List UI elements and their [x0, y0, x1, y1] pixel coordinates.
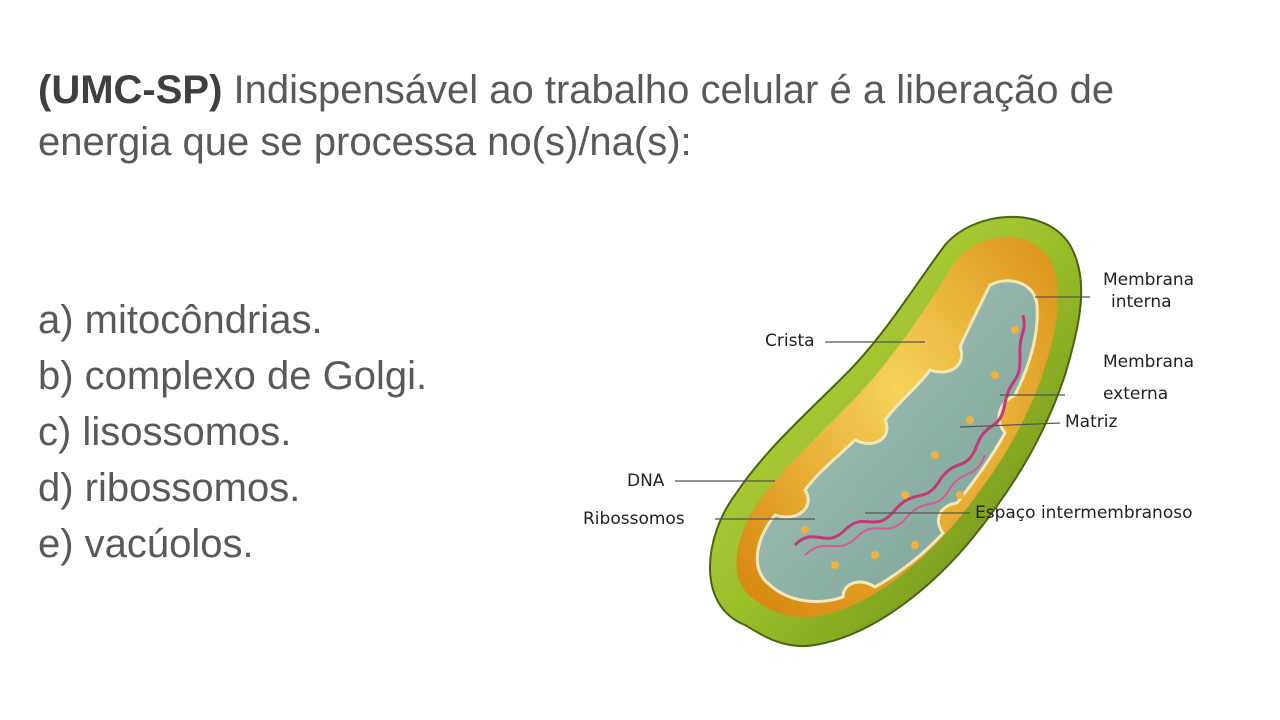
dna-strand	[793, 314, 1026, 547]
question-body: Indispensável ao trabalho celular é a li…	[38, 68, 1115, 164]
answer-options: a) mitocôndrias. b) complexo de Golgi. c…	[38, 292, 427, 572]
label-crista: Crista	[765, 331, 815, 351]
label-espaco-intermembranoso: Espaço intermembranoso	[975, 503, 1192, 523]
ribosome-dots	[801, 326, 1019, 569]
mitochondrion-illustration: Membrana interna Crista Membrana externa…	[583, 215, 1194, 648]
option-c: c) lisossomos.	[38, 410, 292, 454]
option-d: d) ribossomos.	[38, 466, 301, 510]
leader-lines	[675, 296, 1090, 520]
label-membrana-externa-1: Membrana	[1103, 352, 1194, 372]
label-matriz: Matriz	[1065, 412, 1117, 432]
label-membrana-interna-2: interna	[1111, 292, 1172, 312]
label-dna: DNA	[627, 471, 665, 491]
label-membrana-externa-2: externa	[1103, 384, 1168, 404]
question-source: (UMC-SP)	[38, 68, 223, 112]
question-text: (UMC-SP) Indispensável ao trabalho celul…	[38, 64, 1218, 168]
option-e: e) vacúolos.	[38, 522, 254, 566]
option-a: a) mitocôndrias.	[38, 298, 323, 342]
mitochondrion-diagram: Membrana interna Crista Membrana externa…	[575, 205, 1235, 655]
option-b: b) complexo de Golgi.	[38, 354, 428, 398]
label-membrana-interna-1: Membrana	[1103, 270, 1194, 290]
label-ribossomos: Ribossomos	[583, 509, 685, 529]
matrix	[755, 279, 1039, 603]
